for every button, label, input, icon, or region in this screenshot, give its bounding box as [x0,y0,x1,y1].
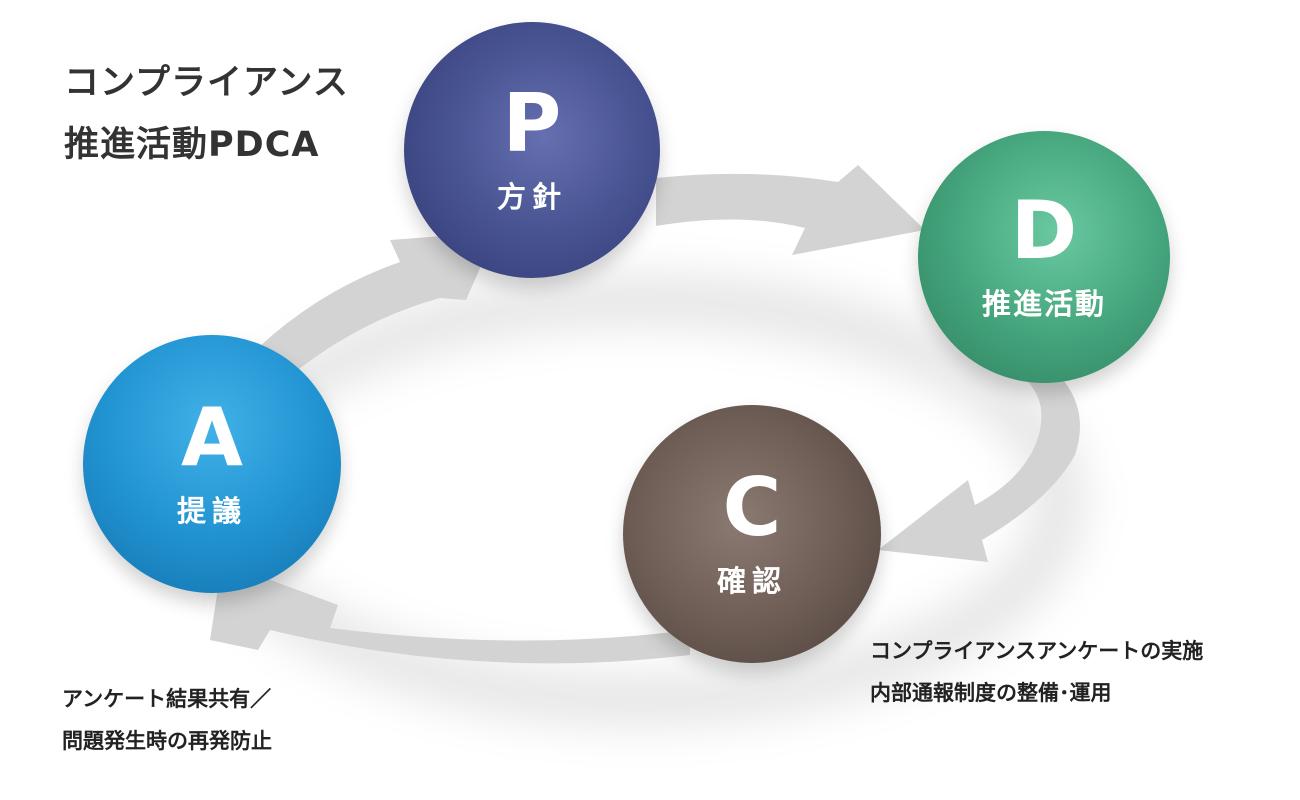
note-check-line-2: 内部通報制度の整備･運用 [870,681,1112,705]
note-act: アンケート結果共有／ 問題発生時の再発防止 [62,678,272,762]
node-plan-label: 方針 [496,180,567,214]
note-check-line-1: コンプライアンスアンケートの実施 [870,639,1204,663]
node-act-letter: A [181,391,243,484]
node-plan: P 方針 [404,22,660,278]
node-act: A 提議 [83,335,341,593]
node-do-letter: D [1010,184,1078,277]
note-act-line-2: 問題発生時の再発防止 [62,729,272,753]
node-do: D 推進活動 [918,131,1170,383]
title-line-1: コンプライアンス [64,63,349,103]
note-act-line-1: アンケート結果共有／ [62,687,272,711]
title-line-2: 推進活動PDCA [64,125,320,165]
node-check-label: 確認 [716,564,787,598]
node-plan-letter: P [502,77,562,170]
arrow-p-to-d [656,165,925,255]
node-do-label: 推進活動 [981,287,1106,321]
node-act-label: 提議 [176,494,247,528]
diagram-title: コンプライアンス 推進活動PDCA [64,52,349,176]
arrow-c-to-a [210,562,690,664]
arrow-a-to-p [258,232,496,376]
arrow-d-to-c [878,355,1080,562]
note-check: コンプライアンスアンケートの実施 内部通報制度の整備･運用 [870,630,1203,714]
node-check: C 確認 [623,405,881,663]
node-check-letter: C [722,461,782,554]
